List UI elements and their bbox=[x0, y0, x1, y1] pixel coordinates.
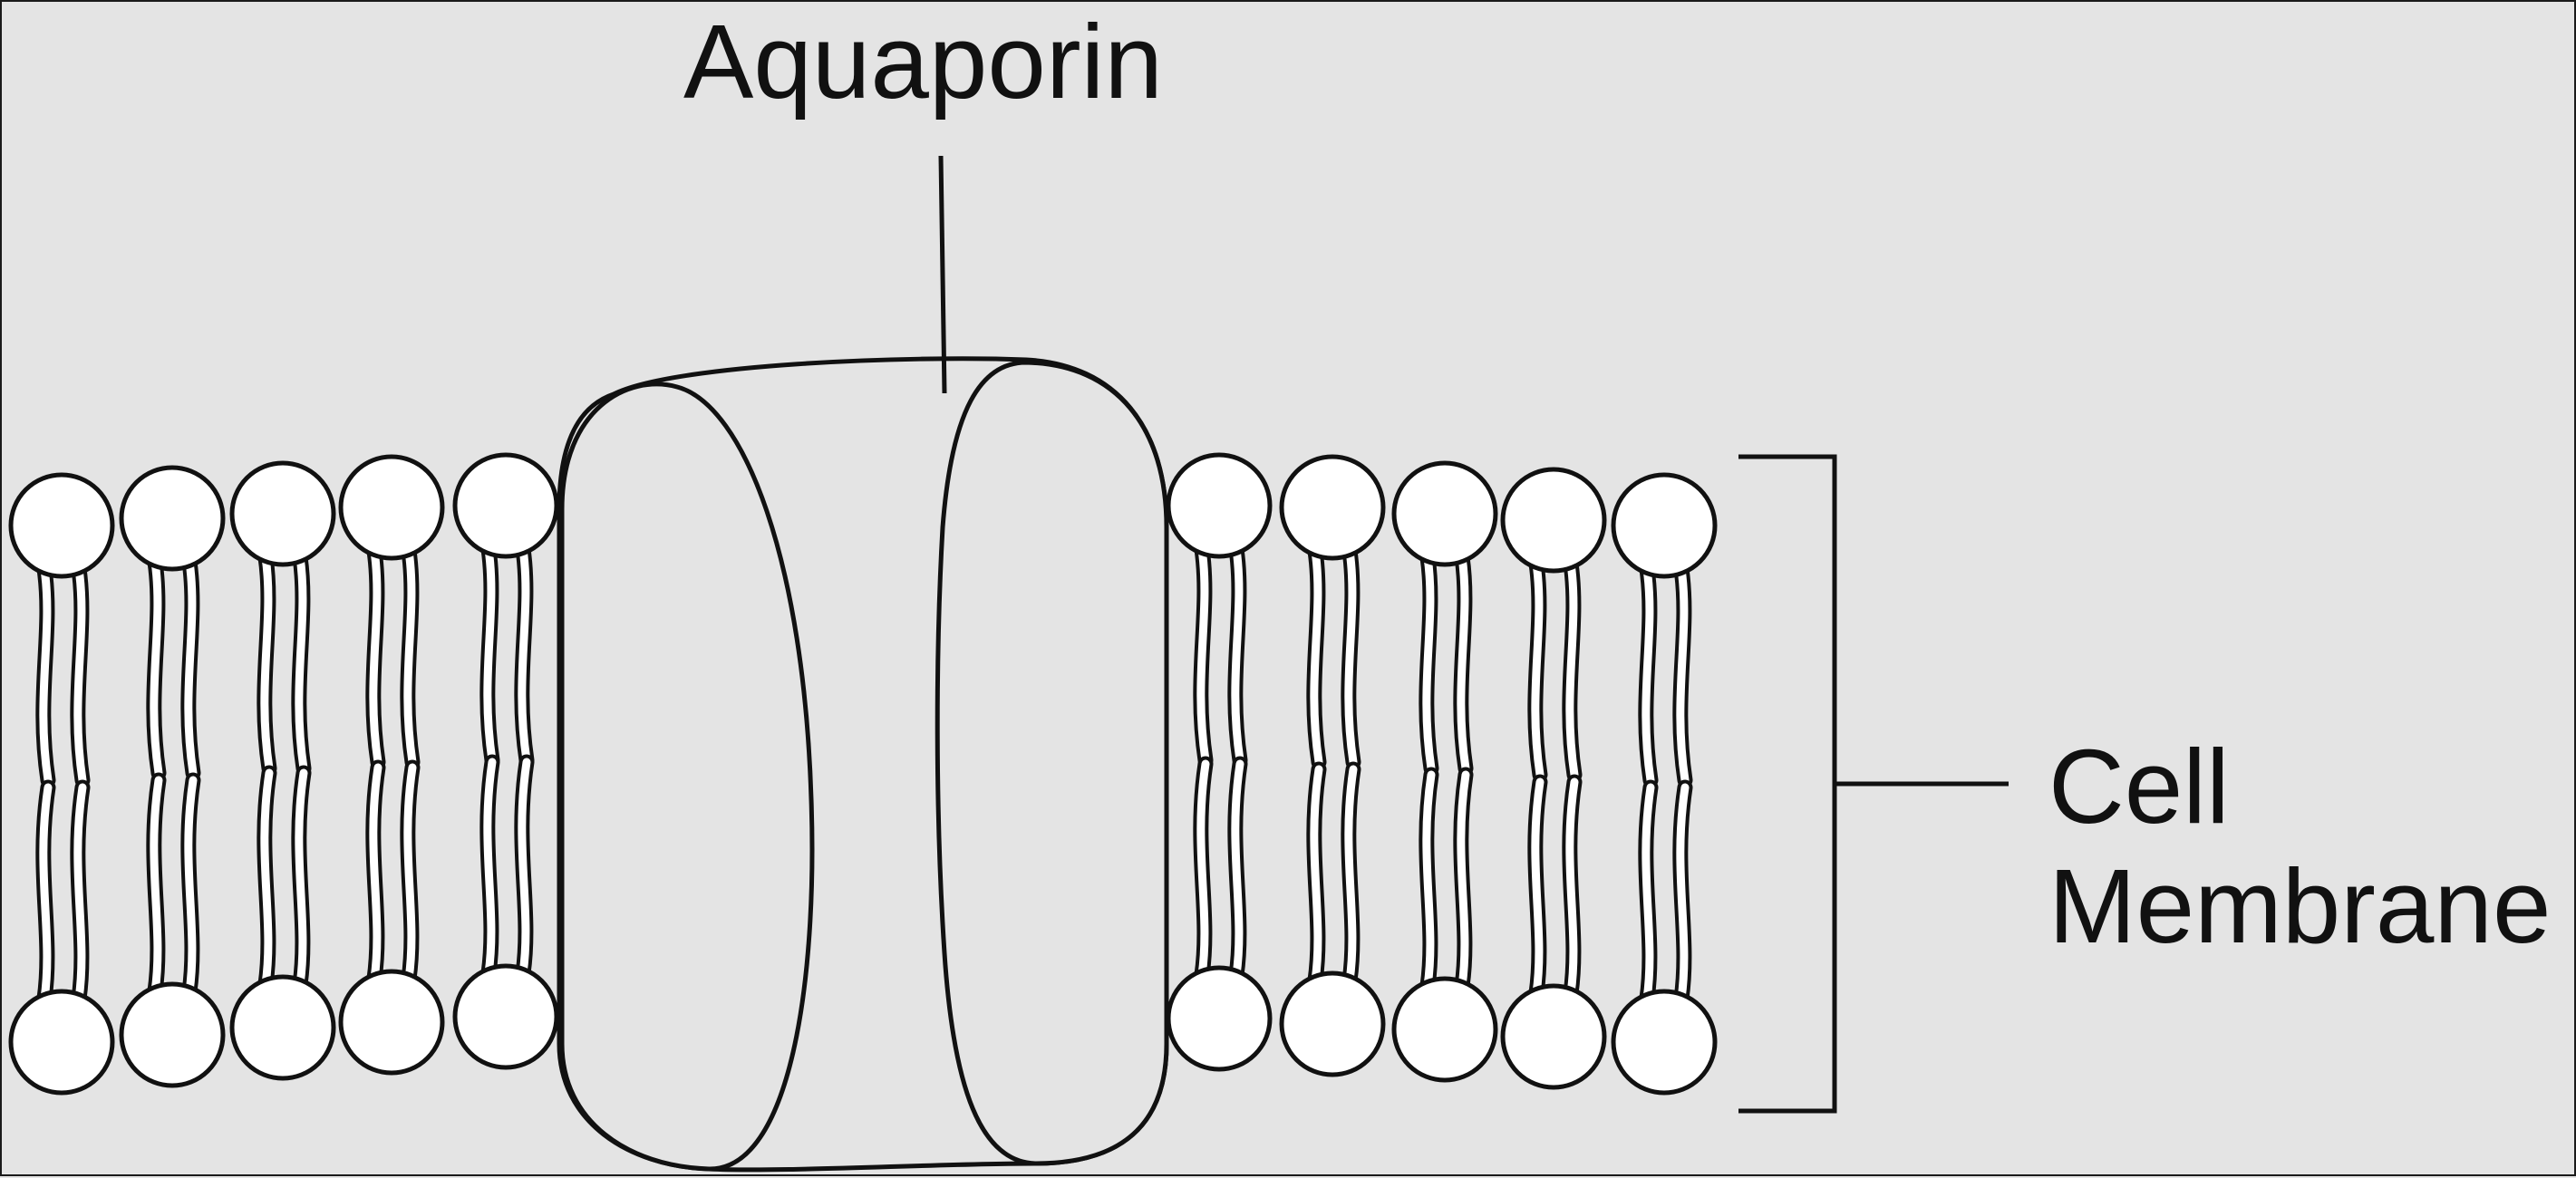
lipid-tail bbox=[39, 565, 53, 785]
lipid-tail bbox=[295, 553, 308, 773]
cell-membrane-label: Cell Membrane bbox=[2048, 727, 2551, 966]
lipid-head bbox=[338, 454, 445, 561]
aquaporin-right-lobe bbox=[935, 360, 1169, 1166]
lipid-head bbox=[1391, 460, 1498, 567]
lipid-tail bbox=[518, 758, 531, 978]
phospholipid bbox=[119, 465, 226, 781]
lipid-tail bbox=[369, 763, 383, 983]
lipid-tail bbox=[1676, 783, 1690, 1003]
lipid-head bbox=[1611, 989, 1718, 1096]
lipid-head bbox=[1611, 472, 1718, 579]
phospholipid bbox=[1611, 472, 1718, 788]
lipid-tail bbox=[1231, 545, 1244, 765]
phospholipid bbox=[229, 765, 336, 1081]
lipid-tail bbox=[403, 763, 417, 983]
lipid-tail bbox=[1457, 770, 1470, 990]
phospholipid bbox=[8, 779, 115, 1096]
phospholipid bbox=[1391, 460, 1498, 777]
lipid-tail bbox=[1422, 553, 1436, 773]
lipid-tail bbox=[403, 546, 417, 767]
lipid-head bbox=[1279, 970, 1386, 1077]
phospholipids-right bbox=[1166, 452, 1718, 1096]
lipid-head bbox=[8, 989, 115, 1096]
lipid-head bbox=[338, 969, 445, 1076]
lipid-head bbox=[119, 465, 226, 572]
phospholipid bbox=[452, 754, 559, 1070]
lipid-tail bbox=[1531, 777, 1545, 998]
lipid-head bbox=[1500, 983, 1607, 1090]
lipid-tail bbox=[1344, 765, 1358, 985]
lipid-tail bbox=[1231, 759, 1244, 980]
aquaporin-protein bbox=[557, 356, 1169, 1173]
lipid-head bbox=[229, 460, 336, 567]
lipid-tail bbox=[73, 565, 87, 785]
phospholipid bbox=[119, 772, 226, 1088]
lipid-tail bbox=[1422, 770, 1436, 990]
phospholipid bbox=[1500, 467, 1607, 783]
lipid-head bbox=[1391, 976, 1498, 1083]
lipid-tail bbox=[1565, 777, 1579, 998]
phospholipid bbox=[1611, 779, 1718, 1096]
lipid-tail bbox=[1310, 765, 1323, 985]
lipid-head bbox=[452, 963, 559, 1070]
lipid-head bbox=[452, 452, 559, 559]
phospholipid bbox=[338, 759, 445, 1076]
lipid-tail bbox=[1531, 559, 1545, 779]
lipid-head bbox=[8, 472, 115, 579]
lipid-tail bbox=[1641, 565, 1655, 785]
lipid-tail bbox=[1676, 565, 1690, 785]
lipid-tail bbox=[184, 776, 198, 996]
lipid-tail bbox=[260, 768, 274, 989]
phospholipid bbox=[1391, 767, 1498, 1083]
lipid-tail bbox=[1196, 545, 1210, 765]
lipid-head bbox=[1279, 454, 1386, 561]
lipid-tail bbox=[1565, 559, 1579, 779]
phospholipid bbox=[1279, 454, 1386, 770]
lipid-tail bbox=[483, 758, 497, 978]
cell-membrane-label-line-1: Cell bbox=[2048, 728, 2230, 845]
lipid-head bbox=[229, 974, 336, 1081]
aquaporin-leader-line bbox=[938, 155, 947, 394]
lipid-tail bbox=[518, 545, 531, 765]
lipid-tail bbox=[1457, 553, 1470, 773]
phospholipid bbox=[452, 452, 559, 768]
lipid-head bbox=[1166, 452, 1273, 559]
lipid-tail bbox=[1344, 546, 1358, 767]
aquaporin-label: Aquaporin bbox=[683, 3, 1163, 121]
phospholipids-left bbox=[8, 452, 559, 1096]
phospholipid bbox=[1166, 756, 1273, 1072]
lipid-head bbox=[119, 981, 226, 1088]
lipid-tail bbox=[1310, 546, 1323, 767]
lipid-tail bbox=[295, 768, 308, 989]
phospholipid bbox=[1166, 452, 1273, 768]
lipid-head bbox=[1500, 467, 1607, 574]
lipid-tail bbox=[150, 557, 163, 777]
lipid-tail bbox=[150, 776, 163, 996]
phospholipid bbox=[1279, 761, 1386, 1077]
lipid-tail bbox=[73, 783, 87, 1003]
lipid-tail bbox=[184, 557, 198, 777]
lipid-tail bbox=[369, 546, 383, 767]
lipid-tail bbox=[39, 783, 53, 1003]
phospholipid bbox=[8, 472, 115, 788]
lipid-tail bbox=[1641, 783, 1655, 1003]
phospholipid bbox=[338, 454, 445, 770]
lipid-tail bbox=[483, 545, 497, 765]
lipid-tail bbox=[1196, 759, 1210, 980]
cell-membrane-label-line-2: Membrane bbox=[2048, 847, 2552, 966]
lipid-head bbox=[1166, 965, 1273, 1072]
phospholipid bbox=[229, 460, 336, 777]
aquaporin-left-lobe bbox=[559, 381, 815, 1172]
phospholipid bbox=[1500, 774, 1607, 1090]
membrane-bracket bbox=[1738, 454, 2009, 1114]
lipid-tail bbox=[260, 553, 274, 773]
